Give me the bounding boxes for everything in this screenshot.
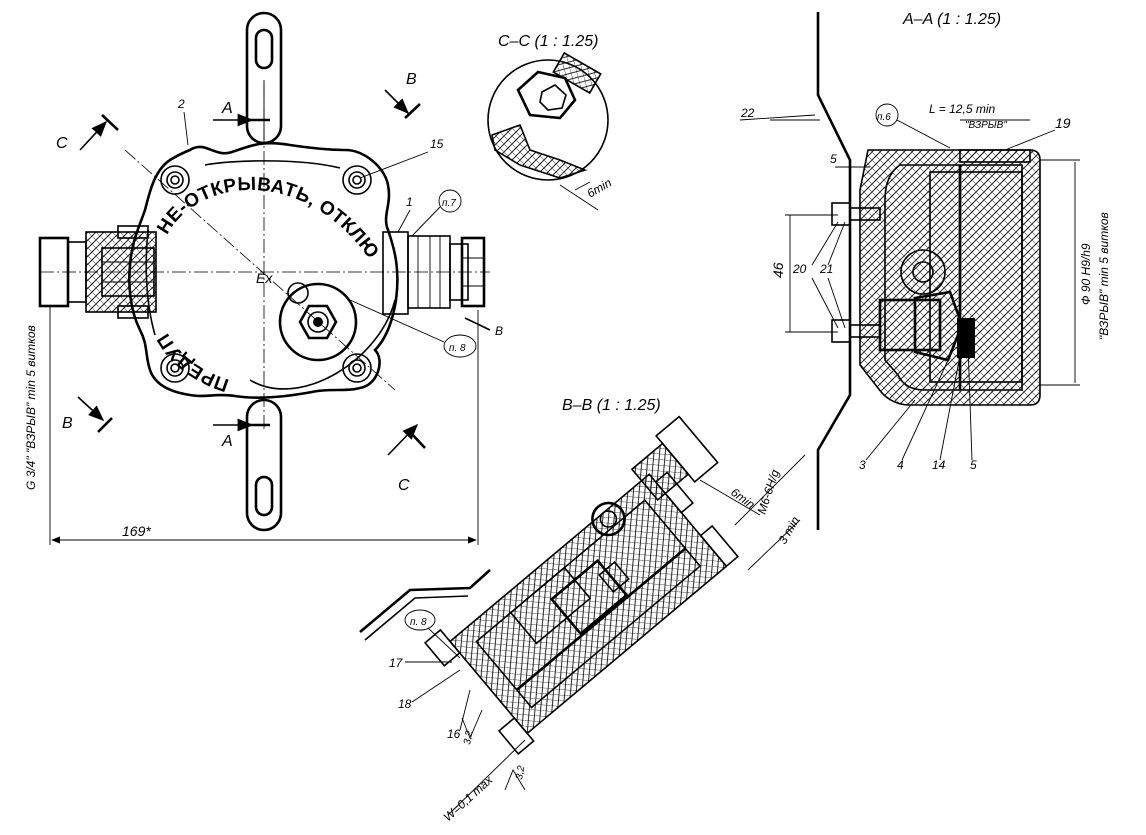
- section-aa-title: A–A (1 : 1.25): [902, 11, 1001, 28]
- svg-text:C: C: [56, 135, 68, 152]
- svg-text:21: 21: [819, 262, 833, 276]
- svg-text:A: A: [221, 433, 233, 450]
- svg-text:п.6: п.6: [877, 112, 891, 123]
- svg-text:3,2: 3,2: [514, 764, 527, 780]
- svg-text:20: 20: [792, 262, 807, 276]
- warning-text-left: ПРЕДУП: [153, 329, 231, 395]
- svg-text:6min: 6min: [728, 485, 758, 512]
- dimension-g34: G 3/4" "ВЗРЫВ" min 5 витков: [24, 238, 41, 490]
- svg-text:M6-6H/g: M6-6H/g: [755, 468, 783, 516]
- ex-mark: Ex: [256, 270, 273, 286]
- svg-text:"ВЗРЫВ" min 5 витков: "ВЗРЫВ" min 5 витков: [1097, 212, 1111, 340]
- svg-text:46: 46: [770, 262, 786, 278]
- section-bb-title: B–B (1 : 1.25): [562, 397, 661, 414]
- warning-text-top: НЕ-ОТКРЫВАТЬ, ОТКЛЮЧ: [0, 0, 383, 263]
- svg-text:3,2: 3,2: [462, 729, 475, 745]
- svg-text:1: 1: [406, 195, 413, 209]
- svg-text:3: 3: [859, 458, 866, 472]
- svg-text:4: 4: [897, 458, 904, 472]
- svg-text:п. 8: п. 8: [449, 343, 466, 354]
- svg-text:18: 18: [398, 697, 412, 711]
- section-cc-title: C–C (1 : 1.25): [498, 33, 598, 50]
- svg-text:5: 5: [830, 152, 837, 166]
- svg-text:W=0,1 max: W=0,1 max: [441, 772, 496, 824]
- section-b-markers: B B B: [62, 71, 503, 433]
- svg-text:5: 5: [970, 458, 977, 472]
- svg-text:B: B: [62, 415, 73, 432]
- section-bb: B–B (1 : 1.25) п. 8 17 1: [359, 397, 806, 824]
- svg-text:L = 12,5 min: L = 12,5 min: [929, 102, 995, 116]
- section-a-markers: A A: [213, 100, 270, 450]
- svg-text:п. 8: п. 8: [410, 617, 427, 628]
- svg-text:B: B: [495, 324, 503, 338]
- svg-text:"ВЗРЫВ": "ВЗРЫВ": [965, 120, 1007, 131]
- svg-text:15: 15: [430, 137, 444, 151]
- svg-text:B: B: [406, 71, 417, 88]
- svg-text:Ф 90 H9/h9: Ф 90 H9/h9: [1079, 243, 1093, 305]
- main-callouts: 2 15 1 п.7 п. 8: [177, 97, 477, 358]
- svg-text:6min: 6min: [585, 175, 615, 200]
- svg-text:169*: 169*: [122, 523, 151, 539]
- svg-text:C: C: [398, 477, 410, 494]
- svg-text:14: 14: [932, 458, 946, 472]
- left-cable-gland: [38, 225, 157, 319]
- svg-text:22: 22: [740, 106, 755, 120]
- section-cc: C–C (1 : 1.25) 6min: [487, 33, 615, 211]
- section-c-markers: C C: [56, 114, 426, 494]
- svg-text:A: A: [221, 100, 233, 117]
- svg-text:19: 19: [1055, 115, 1071, 131]
- right-cable-gland: [382, 231, 486, 315]
- svg-text:17: 17: [389, 656, 404, 670]
- section-aa: A–A (1 : 1.25) 22 п.6 L = 12,5 min "ВЗРЫ…: [739, 11, 1111, 530]
- svg-text:3 min: 3 min: [775, 514, 802, 547]
- svg-text:G 3/4" "ВЗРЫВ" min 5 витков: G 3/4" "ВЗРЫВ" min 5 витков: [24, 325, 38, 490]
- svg-text:п.7: п.7: [442, 198, 456, 209]
- dimension-169: 169*: [49, 305, 479, 545]
- svg-text:16: 16: [447, 727, 461, 741]
- corner-screws: [160, 165, 372, 383]
- ground-terminal: [278, 282, 358, 362]
- svg-text:2: 2: [177, 97, 185, 111]
- top-bracket: [245, 11, 283, 145]
